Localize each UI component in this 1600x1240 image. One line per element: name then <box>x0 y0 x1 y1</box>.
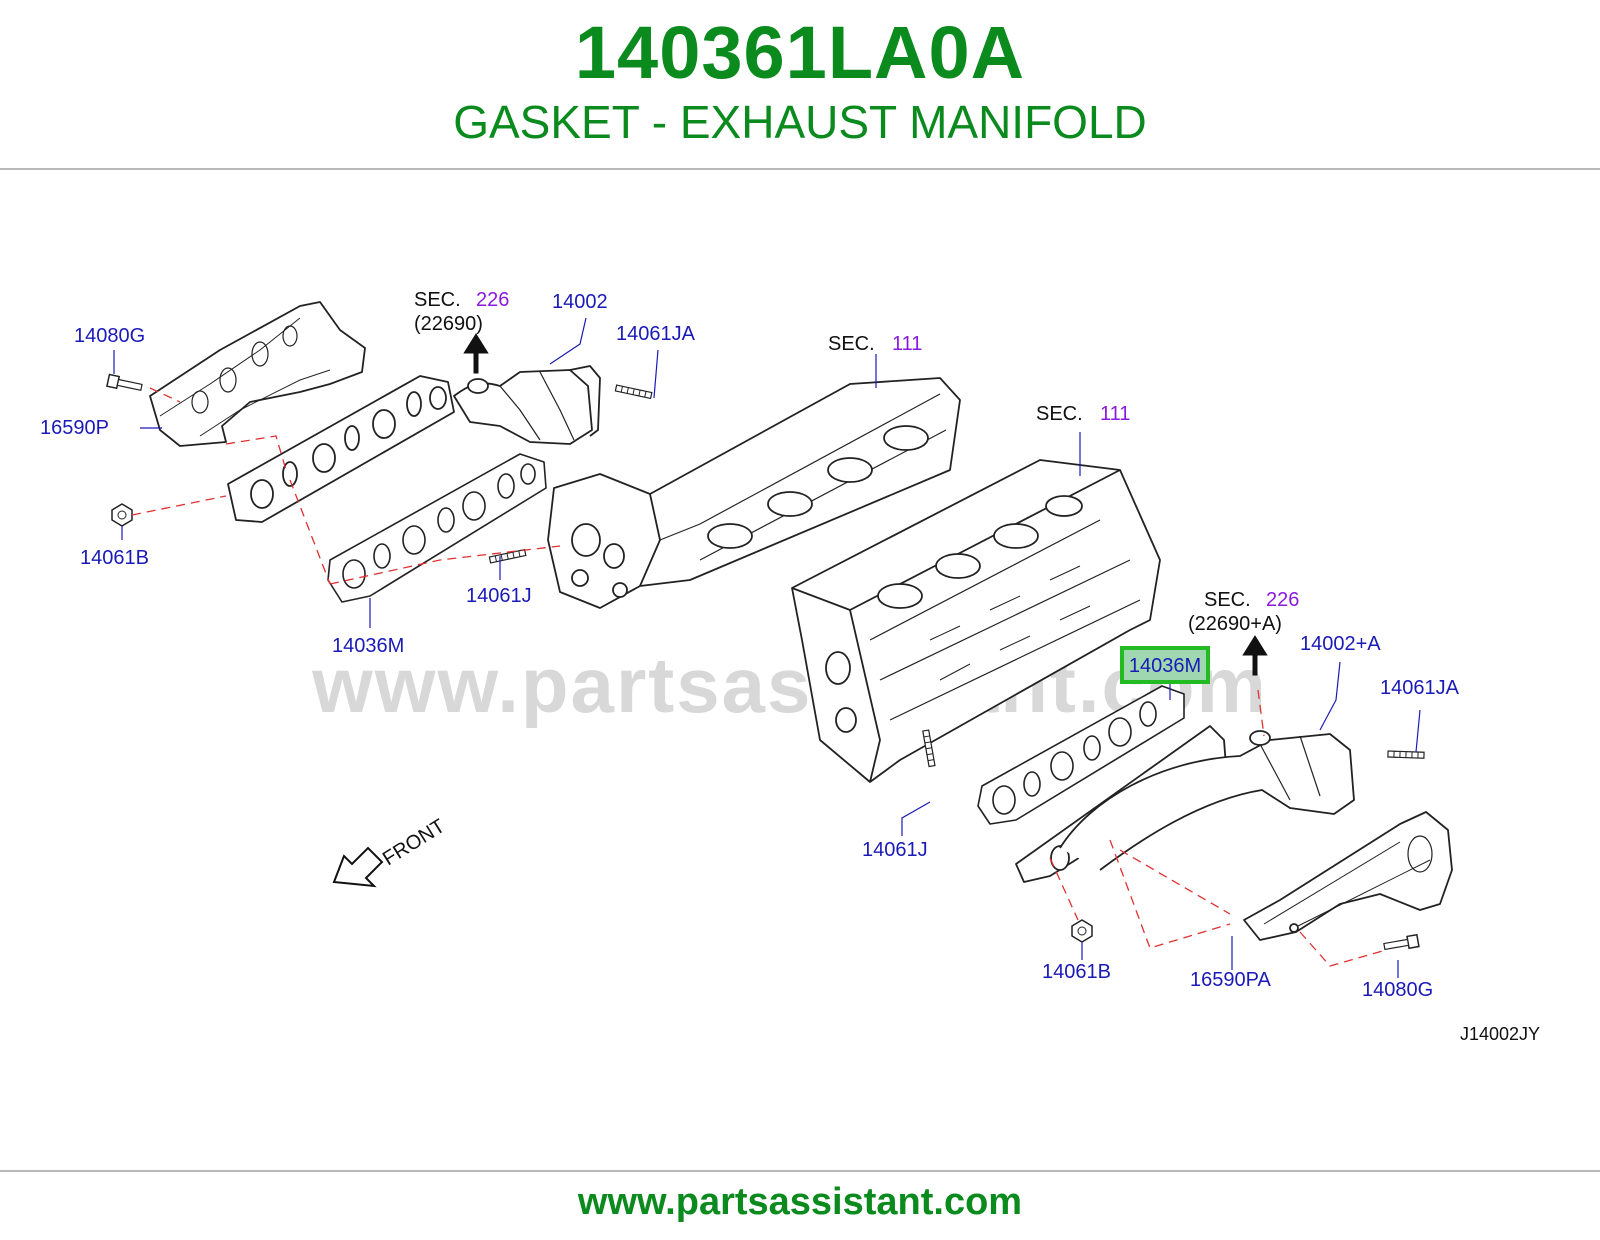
nut-14061B-right[interactable] <box>1071 919 1093 943</box>
callout-14061J-right[interactable]: 14061J <box>862 839 928 861</box>
stud-14061JA-right[interactable] <box>1387 750 1425 759</box>
sec-226-right-number[interactable]: 226 <box>1266 589 1299 611</box>
callout-14061JA-right[interactable]: 14061JA <box>1380 677 1460 699</box>
sec-226-left-number[interactable]: 226 <box>476 289 509 311</box>
sec-111-a-number[interactable]: 111 <box>892 333 922 355</box>
front-arrow: FRONT <box>332 815 449 888</box>
sec-226-left-prefix: SEC. <box>414 289 461 311</box>
sec-111-b-number[interactable]: 111 <box>1100 403 1130 425</box>
callout-14061J-left[interactable]: 14061J <box>466 585 532 607</box>
sec-226-right-sub: (22690+A) <box>1188 613 1282 635</box>
stud-14061JA-left[interactable] <box>614 384 653 400</box>
nut-14061B-left[interactable] <box>111 503 133 527</box>
guide-lines-left <box>131 387 561 585</box>
sec-226-left-sub: (22690) <box>414 313 483 335</box>
front-label: FRONT <box>379 815 449 870</box>
sec-226-right-prefix: SEC. <box>1204 589 1251 611</box>
callout-14061JA-left[interactable]: 14061JA <box>616 323 696 345</box>
callout-14080G-right[interactable]: 14080G <box>1362 979 1433 1001</box>
drawing-code: J14002JY <box>1460 1024 1540 1044</box>
bolt-14080G-right[interactable] <box>1382 933 1420 954</box>
callout-14080G-left[interactable]: 14080G <box>74 325 145 347</box>
gasket-right[interactable] <box>977 685 1185 825</box>
callout-14002[interactable]: 14002 <box>552 291 608 313</box>
heat-insulator-right[interactable] <box>1243 811 1453 941</box>
highlighted-part-callout[interactable]: 14036M <box>1120 646 1210 684</box>
cylinder-head-left[interactable] <box>547 377 961 609</box>
heat-insulator-left[interactable] <box>149 301 366 447</box>
parts-diagram: www.partsassistant.com <box>0 170 1600 1170</box>
callout-14036M-highlight[interactable]: 14036M <box>1129 655 1201 677</box>
watermark-text: www.partsassistant.com <box>311 641 1268 729</box>
direction-arrow-left <box>463 333 489 374</box>
bolt-14080G-left[interactable] <box>106 373 144 395</box>
gasket-left[interactable] <box>327 453 547 603</box>
footer-divider <box>0 1170 1600 1172</box>
callout-16590PA[interactable]: 16590PA <box>1190 969 1271 991</box>
header-divider <box>0 168 1600 170</box>
footer-website-link[interactable]: www.partsassistant.com <box>577 1181 1023 1223</box>
callout-14002A[interactable]: 14002+A <box>1300 633 1381 655</box>
callout-14061B-left[interactable]: 14061B <box>80 547 149 569</box>
exploded-view-drawing: www.partsassistant.com <box>40 289 1540 1044</box>
page-header: 140361LA0A GASKET - EXHAUST MANIFOLD <box>0 0 1600 170</box>
sec-111-a-prefix: SEC. <box>828 333 875 355</box>
callout-14036M-left[interactable]: 14036M <box>332 635 404 657</box>
cylinder-head-right[interactable] <box>791 459 1161 783</box>
leader-lines <box>113 317 1421 978</box>
part-number-title: 140361LA0A <box>574 11 1026 94</box>
callout-14061B-right[interactable]: 14061B <box>1042 961 1111 983</box>
guide-lines-right <box>1049 689 1387 967</box>
part-description: GASKET - EXHAUST MANIFOLD <box>453 96 1147 148</box>
exhaust-manifold-left[interactable] <box>227 365 601 523</box>
direction-arrow-right <box>1242 635 1268 676</box>
exhaust-manifold-right[interactable] <box>1015 725 1355 883</box>
sec-111-b-prefix: SEC. <box>1036 403 1083 425</box>
callout-16590P[interactable]: 16590P <box>40 417 109 439</box>
